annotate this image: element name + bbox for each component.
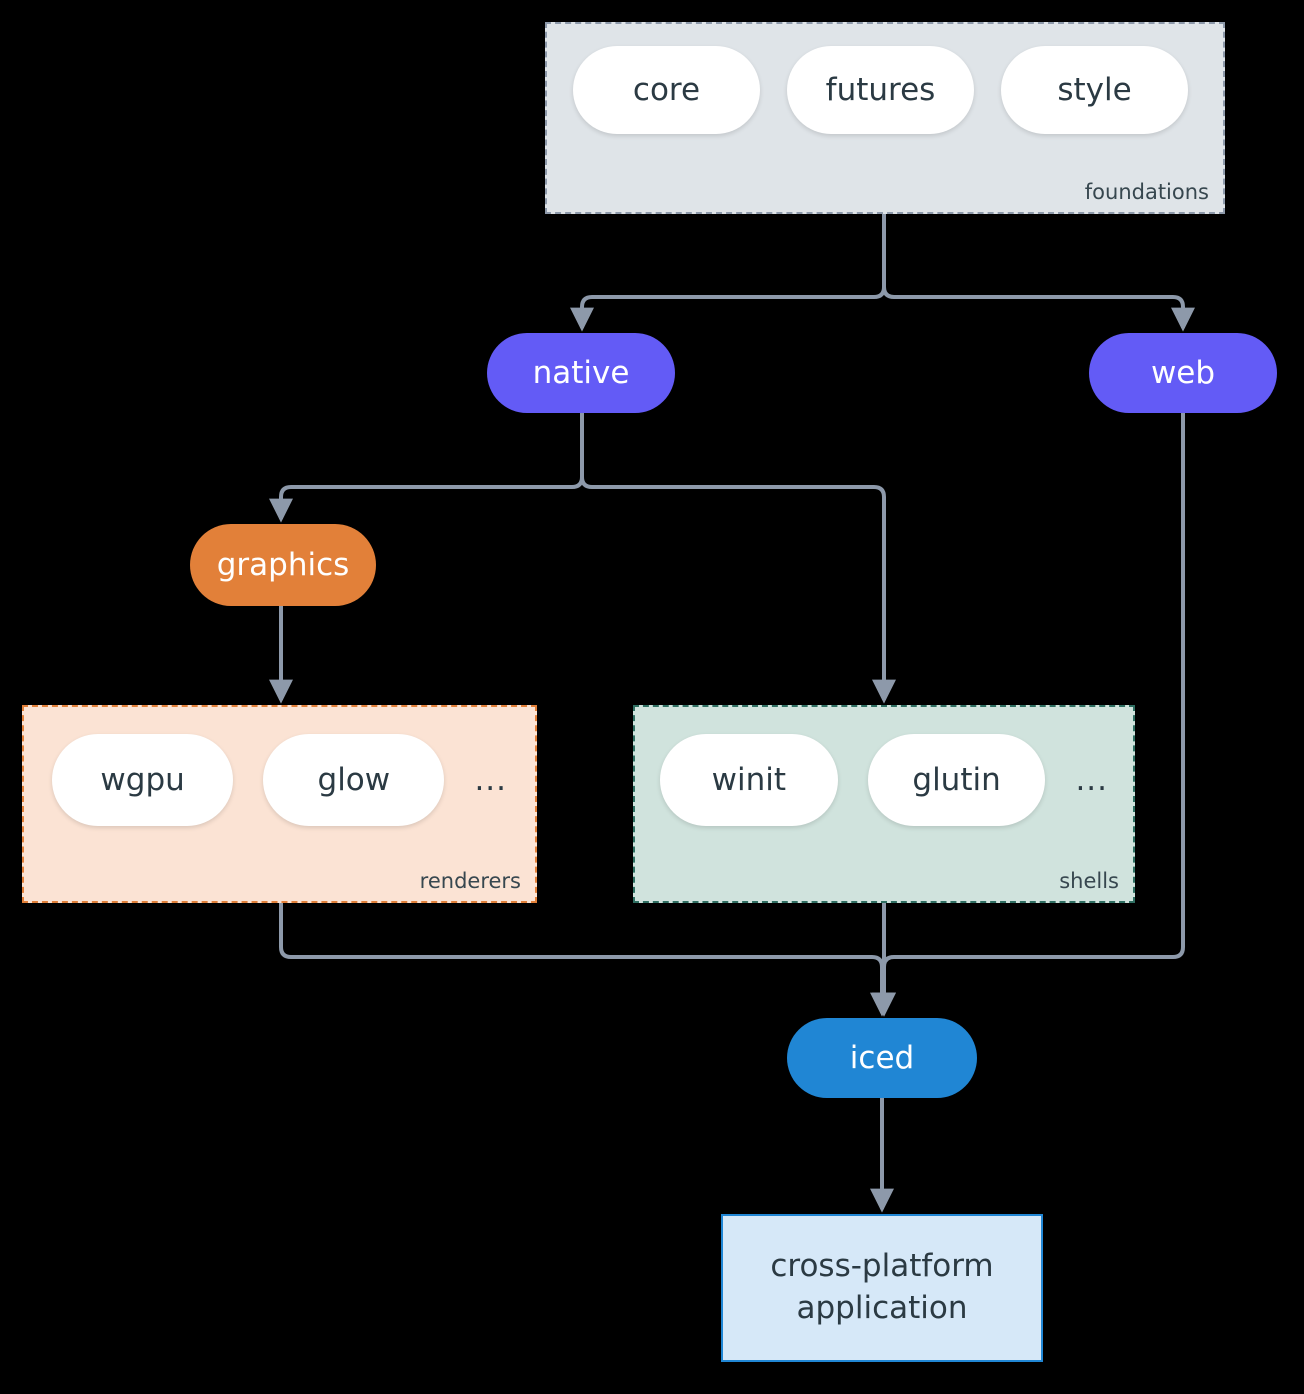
cluster-foundations-label: foundations: [1084, 180, 1209, 204]
node-core[interactable]: core: [573, 46, 760, 134]
node-graphics[interactable]: graphics: [190, 524, 376, 606]
node-style[interactable]: style: [1001, 46, 1188, 134]
edge-native-graphics: [269, 413, 584, 523]
node-web[interactable]: web: [1089, 333, 1277, 413]
cluster-renderers-items: wgpu glow ...: [24, 734, 535, 826]
node-glow[interactable]: glow: [263, 734, 445, 826]
edge-native-shells: [580, 413, 896, 704]
cluster-foundations-items: core futures style: [547, 46, 1223, 134]
cluster-foundations: core futures style foundations: [545, 22, 1225, 214]
node-glutin[interactable]: glutin: [867, 734, 1046, 826]
application-line-2: application: [796, 1290, 968, 1326]
node-winit[interactable]: winit: [660, 734, 838, 826]
node-native[interactable]: native: [487, 333, 675, 413]
node-wgpu[interactable]: wgpu: [52, 734, 234, 826]
node-iced[interactable]: iced: [787, 1018, 977, 1098]
cluster-shells: winit glutin ... shells: [633, 705, 1135, 903]
cluster-renderers-label: renderers: [419, 869, 521, 893]
edge-renderers-iced: [279, 903, 894, 1017]
edge-foundations-web: [882, 214, 1195, 332]
cluster-shells-items: winit glutin ...: [635, 734, 1133, 826]
application-line-1: cross-platform: [770, 1248, 994, 1285]
renderers-more-ellipsis: ...: [474, 762, 507, 798]
node-futures[interactable]: futures: [787, 46, 974, 134]
cluster-renderers: wgpu glow ... renderers: [22, 705, 537, 903]
node-cross-platform-application[interactable]: cross-platform application: [721, 1214, 1043, 1362]
cluster-shells-label: shells: [1059, 869, 1119, 893]
shells-more-ellipsis: ...: [1075, 762, 1108, 798]
edge-foundations-native: [570, 214, 886, 332]
